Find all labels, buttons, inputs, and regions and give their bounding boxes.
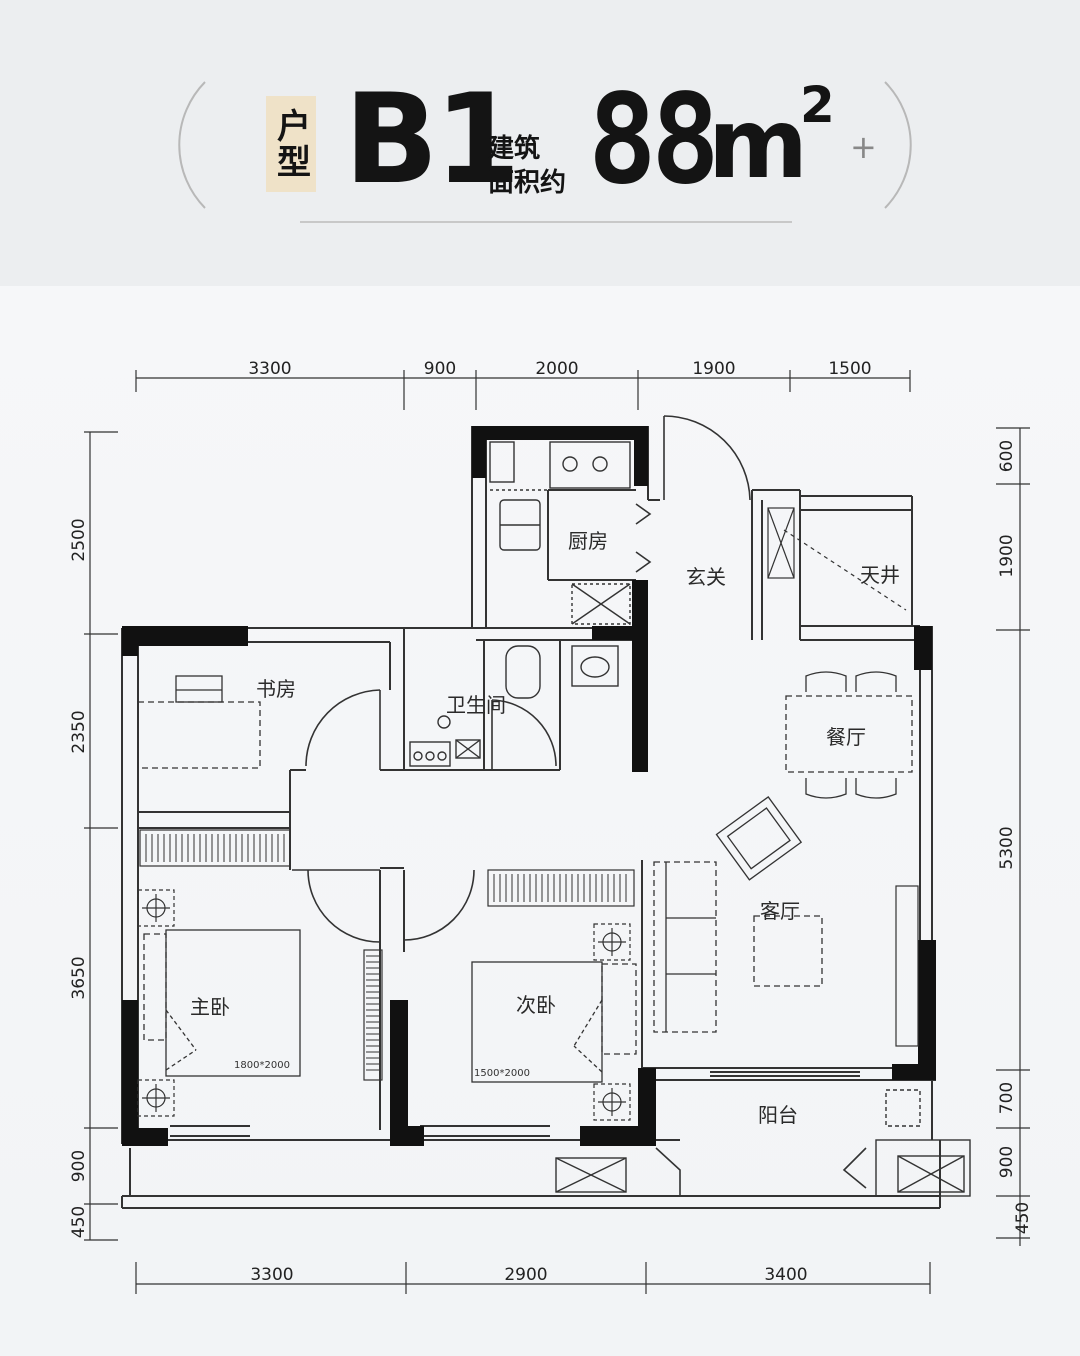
left-dim-3: 3650 xyxy=(69,956,89,999)
area-value: 88 xyxy=(588,68,720,212)
right-dimension-line xyxy=(996,427,1030,1246)
area-label-line2: 面积约 xyxy=(488,168,567,198)
left-arc-ornament xyxy=(178,81,206,209)
second-bed-size: 1500*2000 xyxy=(474,1068,530,1079)
study-furniture xyxy=(137,675,261,769)
top-dim-1: 3300 xyxy=(248,359,291,379)
bottom-dimension-line xyxy=(135,1262,931,1294)
room-label-dining: 餐厅 xyxy=(826,725,866,749)
area-label-line1: 建筑 xyxy=(488,134,541,164)
right-dim-5: 900 xyxy=(997,1146,1017,1178)
left-dim-4: 900 xyxy=(69,1150,89,1182)
unit-type-code: B1 xyxy=(344,68,521,212)
left-dim-2: 2350 xyxy=(69,710,89,753)
top-dim-4: 1900 xyxy=(692,359,735,379)
top-dimension-line xyxy=(135,370,911,410)
thick-walls xyxy=(122,426,936,1146)
skywell-details xyxy=(767,507,907,611)
right-dim-4: 700 xyxy=(997,1082,1017,1114)
dining-set xyxy=(785,671,913,799)
nightstand xyxy=(593,1083,631,1121)
plan-sheet xyxy=(0,286,1080,1356)
room-label-master-bedroom: 主卧 xyxy=(190,995,230,1019)
top-dim-3: 2000 xyxy=(535,359,578,379)
balcony-fixtures xyxy=(555,1089,971,1197)
unit-type-label: 户型 xyxy=(270,108,311,180)
left-dim-1: 2500 xyxy=(69,518,89,561)
living-room-furniture xyxy=(653,796,823,1033)
bedside-lamps xyxy=(137,889,631,1121)
unit-type-badge: 户型 xyxy=(266,96,316,192)
master-bed-size: 1800*2000 xyxy=(234,1060,290,1071)
room-label-entrance: 玄关 xyxy=(686,565,726,589)
area-unit: m xyxy=(708,88,809,200)
wardrobes xyxy=(139,829,919,1081)
left-dim-5: 450 xyxy=(69,1206,89,1238)
nightstand xyxy=(137,1079,175,1117)
bathroom-fixtures xyxy=(409,645,619,767)
room-label-kitchen: 厨房 xyxy=(568,529,608,553)
left-dimension-line xyxy=(84,431,118,1241)
bottom-dim-1: 3300 xyxy=(250,1265,293,1285)
right-dim-1: 600 xyxy=(997,440,1017,472)
right-dim-6: 450 xyxy=(1013,1202,1033,1234)
top-dim-5: 1500 xyxy=(828,359,871,379)
room-label-balcony: 阳台 xyxy=(758,1103,798,1127)
bottom-dim-2: 2900 xyxy=(504,1265,547,1285)
thin-walls xyxy=(121,426,941,1209)
room-label-study: 书房 xyxy=(256,677,296,701)
bottom-dim-3: 3400 xyxy=(764,1265,807,1285)
wardrobe-hangers xyxy=(145,834,627,1071)
header-decoration xyxy=(178,81,912,223)
top-dim-2: 900 xyxy=(424,359,456,379)
right-arc-ornament xyxy=(884,81,912,209)
plus-mark: + xyxy=(850,128,877,166)
right-dim-3: 5300 xyxy=(997,826,1017,869)
kitchen-fixtures xyxy=(489,441,631,625)
room-label-second-bedroom: 次卧 xyxy=(516,993,556,1017)
room-label-living: 客厅 xyxy=(760,899,800,923)
doors xyxy=(292,415,867,1196)
nightstand xyxy=(137,889,175,927)
nightstand xyxy=(593,923,631,961)
bedroom-furniture xyxy=(143,929,637,1083)
room-label-bathroom: 卫生间 xyxy=(446,693,506,717)
right-dim-2: 1900 xyxy=(997,534,1017,577)
area-unit-superscript: 2 xyxy=(800,76,835,134)
room-label-skywell: 天井 xyxy=(860,563,900,587)
